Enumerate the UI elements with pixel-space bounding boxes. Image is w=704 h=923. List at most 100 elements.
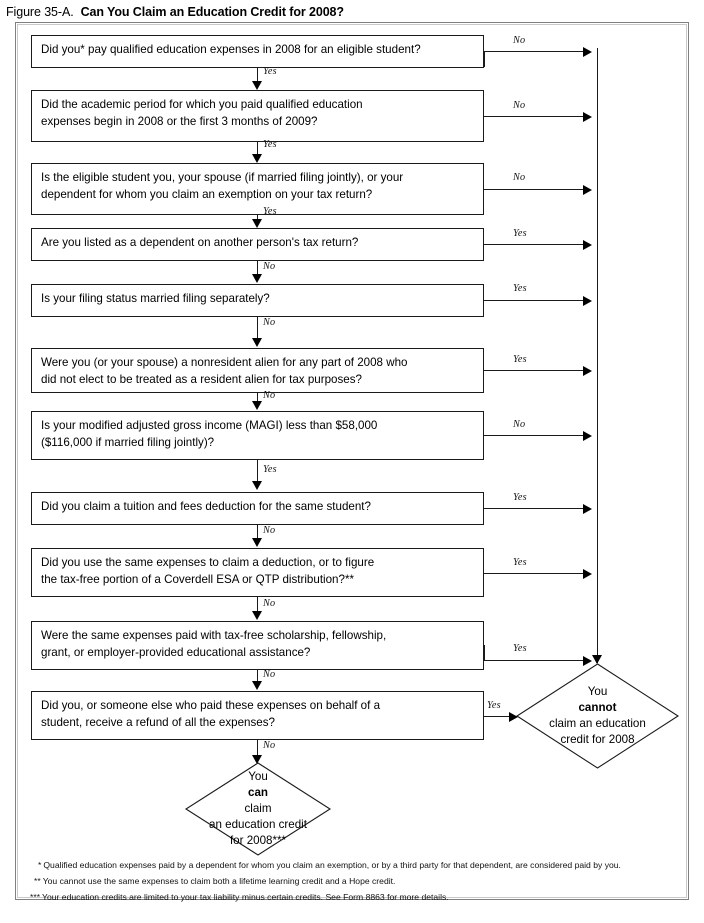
footnote-1-mark: *: [38, 860, 42, 870]
decision-box-q6[interactable]: Were you (or your spouse) a nonresident …: [31, 348, 484, 393]
decision-box-q3-line-1: Is the eligible student you, your spouse…: [41, 171, 404, 184]
branch-stub-q10: [484, 645, 485, 661]
decision-box-q11-line-2: student, receive a refund of all the exp…: [41, 715, 275, 729]
arrow-down-q4-q5: [252, 274, 262, 283]
page-title: Figure 35-A. Can You Claim an Education C…: [6, 3, 696, 19]
decision-box-q4-line-1: Are you listed as a dependent on another…: [41, 236, 359, 249]
reject-trunk-line: [597, 48, 598, 663]
decision-box-q11-line-1: Did you, or someone else who paid these …: [41, 699, 381, 712]
arrow-down-q11-can: [252, 755, 262, 764]
figure-number: Figure 35-A.: [6, 5, 74, 19]
footnote-3-text: Your education credits are limited to yo…: [42, 892, 449, 902]
terminal-can-shape: [184, 762, 332, 856]
arrow-down-q3-q4: [252, 219, 262, 228]
decision-box-q5-line-1: Is your filing status married filing sep…: [41, 292, 270, 305]
edge-label-q4-down: No: [263, 261, 276, 272]
arrow-right-q4: [583, 240, 592, 250]
arrow-down-q1-q2: [252, 81, 262, 90]
terminal-can-text: You can claim an education credit for 20…: [185, 762, 331, 856]
edge-label-q8-side: Yes: [513, 492, 527, 503]
arrow-right-q6: [583, 366, 592, 376]
decision-box-q2-line-1: Did the academic period for which you pa…: [41, 98, 363, 111]
footnote-2: **You cannot use the same expenses to cl…: [34, 876, 395, 887]
arrow-down-q2-q3: [252, 154, 262, 163]
edge-label-q6-down: No: [263, 390, 276, 401]
edge-label-q5-side: Yes: [513, 283, 527, 294]
decision-box-q6-line-1: Were you (or your spouse) a nonresident …: [41, 356, 408, 369]
edge-label-q2-down: Yes: [263, 139, 277, 150]
decision-box-q3[interactable]: Is the eligible student you, your spouse…: [31, 163, 484, 215]
edge-label-q7-down: Yes: [263, 464, 277, 475]
decision-box-q8[interactable]: Did you claim a tuition and fees deducti…: [31, 492, 484, 525]
edge-label-q5-down: No: [263, 317, 276, 328]
branch-line-q5: [484, 300, 588, 301]
decision-box-q7-line-2: ($116,000 if married filing jointly)?: [41, 435, 215, 449]
connector-q6-q7: [257, 393, 258, 402]
decision-box-q2[interactable]: Did the academic period for which you pa…: [31, 90, 484, 142]
edge-label-q6-side: Yes: [513, 354, 527, 365]
connector-q7-q8: [257, 460, 258, 482]
branch-line-q1: [484, 51, 588, 52]
terminal-can[interactable]: You can claim an education credit for 20…: [184, 762, 332, 856]
decision-box-q9[interactable]: Did you use the same expenses to claim a…: [31, 548, 484, 597]
decision-box-q10-line-1: Were the same expenses paid with tax-fre…: [41, 629, 387, 642]
decision-box-q1[interactable]: Did you* pay qualified education expense…: [31, 35, 484, 68]
edge-label-q9-side: Yes: [513, 557, 527, 568]
arrow-down-q5-q6: [252, 338, 262, 347]
arrow-down-trunk-cannot: [592, 655, 602, 664]
decision-box-q7[interactable]: Is your modified adjusted gross income (…: [31, 411, 484, 460]
terminal-can-line-3: for 2008***: [229, 834, 287, 847]
branch-line-q11: [484, 716, 516, 717]
connector-q10-q11: [257, 670, 258, 682]
decision-box-q5[interactable]: Is your filing status married filing sep…: [31, 284, 484, 317]
footnote-3-mark: ***: [30, 892, 41, 902]
footnote-1-text: Qualified education expenses paid by a d…: [43, 860, 621, 870]
terminal-can-line-1: You can claim: [244, 770, 272, 815]
edge-label-q2-side: No: [513, 100, 526, 111]
arrow-right-q3: [583, 185, 592, 195]
edge-label-q9-down: No: [263, 598, 276, 609]
arrow-right-q9: [583, 569, 592, 579]
footnote-2-mark: **: [34, 876, 41, 886]
footnote-1: *Qualified education expenses paid by a …: [38, 860, 621, 871]
decision-box-q9-line-2: the tax-free portion of a Coverdell ESA …: [41, 572, 354, 586]
connector-q1-q2: [257, 68, 258, 82]
decision-box-q11[interactable]: Did you, or someone else who paid these …: [31, 691, 484, 740]
edge-label-q11-side: Yes: [487, 700, 501, 711]
connector-q9-q10: [257, 597, 258, 612]
edge-label-q7-side: No: [513, 419, 526, 430]
decision-box-q7-line-1: Is your modified adjusted gross income (…: [41, 419, 378, 432]
footnote-3: ***Your education credits are limited to…: [30, 892, 449, 903]
connector-q8-q9: [257, 525, 258, 539]
arrow-right-q5: [583, 296, 592, 306]
edge-label-q1-side: No: [513, 35, 526, 46]
decision-box-q10[interactable]: Were the same expenses paid with tax-fre…: [31, 621, 484, 670]
arrow-down-q7-q8: [252, 481, 262, 490]
connector-q5-q6: [257, 317, 258, 338]
branch-stub-q1: [484, 51, 485, 67]
terminal-cannot-shape: [515, 663, 680, 769]
branch-line-q3: [484, 189, 588, 190]
decision-box-q4[interactable]: Are you listed as a dependent on another…: [31, 228, 484, 261]
branch-line-q8: [484, 508, 588, 509]
terminal-cannot-line-1: You cannot: [578, 685, 617, 714]
terminal-cannot[interactable]: You cannot claim an education credit for…: [515, 663, 680, 769]
decision-box-q6-line-2: did not elect to be treated as a residen…: [41, 372, 362, 386]
arrow-right-q1: [583, 47, 592, 57]
edge-label-q3-side: No: [513, 172, 526, 183]
connector-q11-can: [257, 740, 258, 758]
terminal-cannot-line-3: credit for 2008: [560, 733, 635, 746]
decision-box-q2-line-2: expenses begin in 2008 or the first 3 mo…: [41, 114, 318, 128]
branch-line-q6: [484, 370, 588, 371]
branch-line-q4: [484, 244, 588, 245]
footnote-2-text: You cannot use the same expenses to clai…: [42, 876, 396, 886]
connector-q2-q3: [257, 142, 258, 154]
terminal-can-line-2: an education credit: [209, 818, 307, 831]
arrow-right-q7: [583, 431, 592, 441]
edge-label-q10-side: Yes: [513, 643, 527, 654]
terminal-cannot-text: You cannot claim an education credit for…: [516, 663, 679, 769]
branch-line-q10: [484, 660, 588, 661]
figure-title: Can You Claim an Education Credit for 20…: [80, 5, 344, 19]
branch-line-q7: [484, 435, 588, 436]
